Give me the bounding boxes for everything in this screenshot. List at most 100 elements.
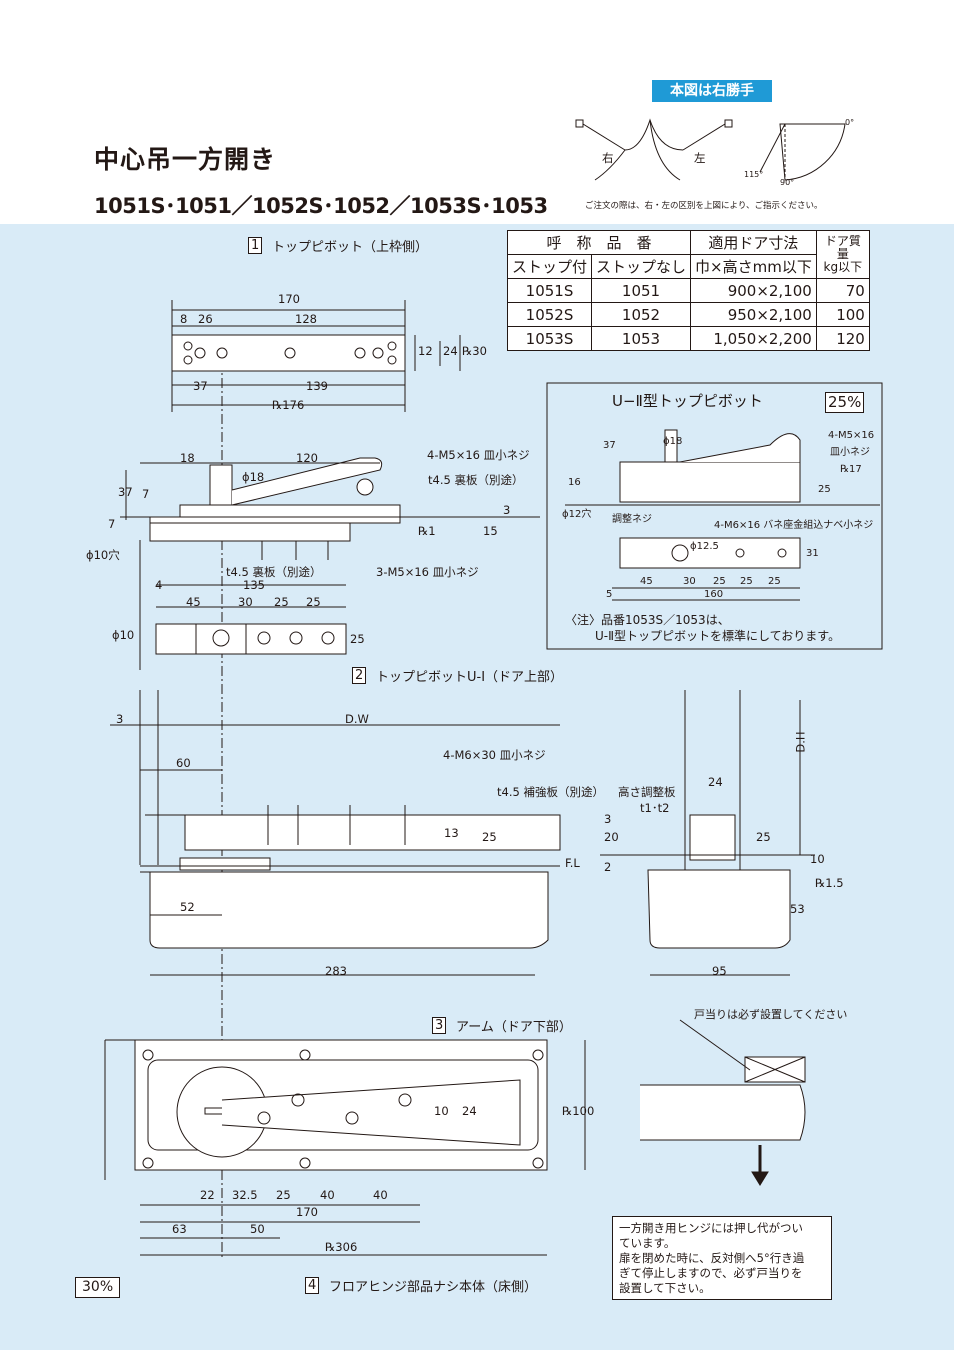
dimension-label: 7: [108, 517, 116, 531]
section-4-number: 4: [305, 1277, 320, 1294]
back-plate-label-b: t4.5 裏板（別途）: [226, 565, 322, 579]
u2-note-1: 〈注〉品番1053S／1053は、: [565, 613, 730, 627]
dimension-label: 37: [603, 440, 616, 451]
order-note: ご注文の際は、右・左の区別を上図により、ご指示ください。: [585, 201, 823, 211]
table-cell: 1051S: [506, 278, 593, 303]
dimension-label: 45: [186, 595, 201, 609]
dimension-label: 26: [198, 312, 213, 326]
dimension-label: 25: [818, 484, 831, 495]
table-cell: 1052S: [506, 302, 593, 327]
dimension-label: ℞176: [272, 398, 305, 412]
push-margin-note: 一方開き用ヒンジには押し代がつい ています。 扉を閉めた時に、反対側へ5°行き過…: [612, 1216, 832, 1300]
table-subheader: kg以下: [823, 260, 863, 274]
dimension-label: 60: [176, 756, 191, 770]
table-cell: 70: [815, 278, 870, 303]
angle-115-label: 115°: [744, 170, 764, 179]
back-plate-label: t4.5 裏板（別途）: [428, 473, 524, 487]
section-2-label: トップピボットU-Ⅰ（ドア上部）: [376, 670, 564, 685]
dimension-label: 13: [444, 826, 459, 840]
dimension-label: 25: [276, 1188, 291, 1202]
note-line: 扉を閉めた時に、反対側へ5°行き過: [619, 1251, 805, 1265]
dimension-label: 128: [295, 312, 317, 326]
note-line: 一方開き用ヒンジには押し代がつい: [619, 1221, 803, 1235]
table-cell: 1053: [591, 326, 692, 351]
dimension-label: 139: [306, 379, 328, 393]
screw-m5-3-label: 3-M5×16 皿小ネジ: [376, 565, 479, 579]
angle-0-label: 0°: [845, 118, 855, 127]
dimension-label: 32.5: [232, 1188, 258, 1202]
dimension-label: 170: [278, 292, 300, 306]
dimension-label: 95: [712, 964, 727, 978]
table-cell: 1051: [591, 278, 692, 303]
dimension-label: 53: [790, 902, 805, 916]
background-panel: [0, 224, 954, 1350]
dimension-label: 283: [325, 964, 347, 978]
dimension-label: 25: [306, 595, 321, 609]
dimension-label: 18: [180, 451, 195, 465]
dimension-label: ℞1.5: [815, 876, 844, 890]
dimension-label: 30: [238, 595, 253, 609]
dimension-label: 40: [320, 1188, 335, 1202]
table-header-mass: ドア質量: [824, 234, 861, 261]
dimension-label: 3: [116, 712, 124, 726]
dimension-label: 10: [810, 852, 825, 866]
table-cell: 950×2,100: [690, 302, 817, 327]
angle-90-label: 90°: [780, 178, 795, 187]
table-header: 適用ドア寸法: [690, 230, 817, 255]
table-row: 1052S 1052 950×2,100 100: [506, 302, 870, 327]
door-width-label: D.W: [345, 712, 369, 726]
table-row: 1051S 1051 900×2,100 70: [506, 278, 870, 303]
u2-d125-label: ϕ12.5: [690, 541, 719, 552]
floor-level-label: F.L: [565, 856, 580, 870]
right-label: 右: [602, 151, 614, 165]
dimension-label: 16: [568, 477, 581, 488]
height-adjust-label: 高さ調整板: [618, 785, 676, 799]
dimension-label: 50: [250, 1222, 265, 1236]
table-header: 呼 称 品 番: [506, 230, 692, 255]
dimension-label: 25: [713, 576, 726, 587]
table-cell: 100: [815, 302, 870, 327]
page-title: 中心吊一方開き: [94, 145, 277, 174]
screw-m6-label: 4-M6×30 皿小ネジ: [443, 748, 546, 762]
table-subheader: 巾×高さmm以下: [690, 254, 817, 279]
table-cell: 900×2,100: [690, 278, 817, 303]
table-cell: 1052: [591, 302, 692, 327]
table-subheader-row: ストップ付 ストップなし 巾×高さmm以下: [506, 254, 870, 279]
table-cell: 1,050×2,200: [690, 326, 817, 351]
door-height-label: D.H: [793, 731, 808, 753]
dimension-label: 31: [806, 548, 819, 559]
dimension-label: ℞17: [840, 464, 862, 475]
section-1-label: トップピボット（上枠側）: [272, 240, 429, 255]
dimension-label: 45: [640, 576, 653, 587]
table-cell: 1053S: [506, 326, 593, 351]
section-4-label: フロアヒンジ部品ナシ本体（床側）: [329, 1280, 538, 1295]
dimension-label: ℞30: [462, 344, 487, 358]
section-3-label: アーム（ドア下部）: [456, 1020, 572, 1035]
dimension-label: 170: [296, 1205, 318, 1219]
table-subheader: ストップ付: [506, 254, 593, 279]
dimension-label: 120: [296, 451, 318, 465]
dimension-label: 25: [768, 576, 781, 587]
dimension-label: 5: [606, 589, 613, 600]
u2-screw-label-b: 皿小ネジ: [830, 447, 870, 458]
u2-hole-label: ϕ12穴: [562, 509, 592, 520]
table-subheader: ストップなし: [591, 254, 692, 279]
phi-10-label: ϕ10: [112, 628, 135, 642]
u2-scale: 25%: [825, 392, 865, 413]
u2-title: U−Ⅱ型トップピボット: [612, 392, 763, 410]
dimension-label: 4: [155, 578, 163, 592]
u2-d18-label: ϕ18: [663, 436, 683, 447]
model-numbers: 1051S･1051／1052S･1052／1053S･1053: [94, 194, 548, 218]
dimension-label: 10: [434, 1104, 449, 1118]
u2-screw-label: 4-M5×16: [828, 430, 875, 441]
dimension-label: 25: [740, 576, 753, 587]
dimension-label: 25: [350, 632, 365, 646]
dimension-label: 25: [756, 830, 771, 844]
dimension-label: ℞306: [325, 1240, 358, 1254]
dimension-label: 20: [604, 830, 619, 844]
dimension-label: 22: [200, 1188, 215, 1202]
dimension-label: 37: [193, 379, 208, 393]
